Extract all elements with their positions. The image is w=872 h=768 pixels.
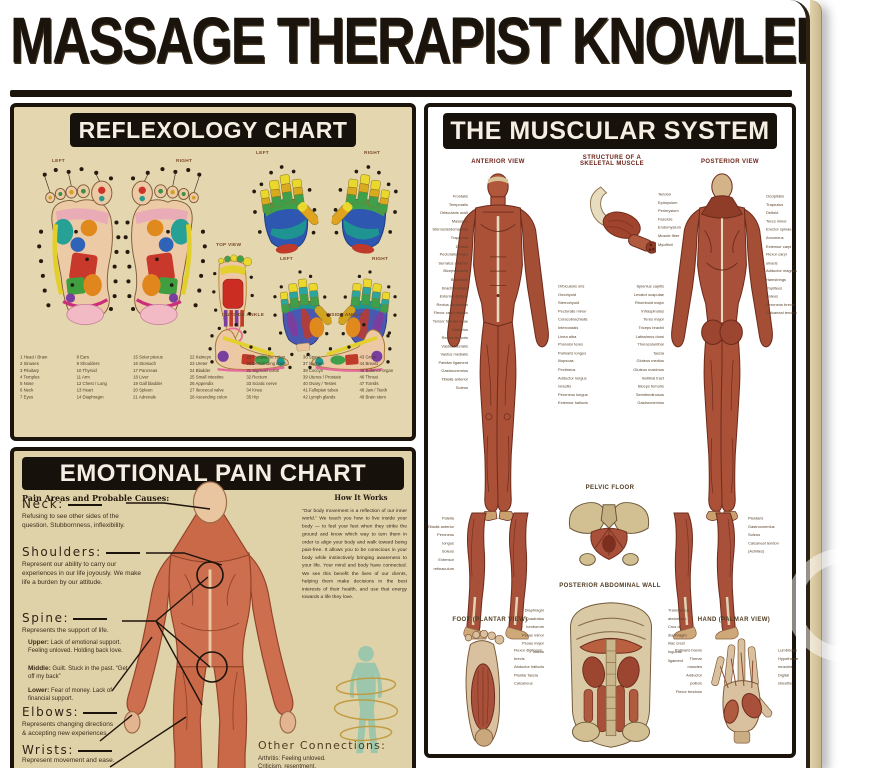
foot-plantar-illustration (464, 629, 505, 747)
abdominal-labels-right: Transversus abdominis Crus of diaphragm … (668, 608, 690, 663)
muscular-title-banner: THE MUSCULAR SYSTEM (442, 113, 778, 149)
spine-lower-text: Fear of money. Lack of financial support… (28, 688, 112, 702)
pain-item-spine-middle: Middle: Guilt. Stuck in the past. “Get o… (28, 665, 132, 682)
foot-sole-left-illustration (30, 167, 122, 347)
structure-part-labels: Tendon Epimysium Perimysium Fascicle End… (658, 192, 681, 247)
legend-column: 8 Ears 9 Shoulders 10 Thyroid 11 Arm 12 … (76, 355, 107, 400)
pain-item-wrists-label: Wrists: (22, 743, 112, 757)
posterior-abdominal-wall-label: POSTERIOR ABDOMINAL WALL (559, 583, 661, 589)
muscular-title: THE MUSCULAR SYSTEM (450, 116, 770, 145)
spine-middle-text: Guilt. Stuck in the past. “Get off my ba… (28, 666, 128, 680)
legs-anterior-labels: Patella Tibialis anterior Peroneus longu… (427, 516, 454, 571)
pain-item-wrists-text: Represent movement and ease. (22, 757, 115, 764)
reflexology-section: REFLEXOLOGY CHART LEFT RIGHT LEFT RIGHT … (10, 103, 416, 441)
hand-palmar-label: HAND (PALMAR VIEW) (697, 617, 771, 623)
structure-label: STRUCTURE OF A SKELETAL MUSCLE (579, 155, 645, 167)
posterior-abdominal-wall-illustration (569, 602, 653, 748)
anterior-view-label: ANTERIOR VIEW (471, 159, 525, 165)
pain-item-shoulders-text: Represent our ability to carry our exper… (22, 561, 141, 586)
reflexology-illustrations: LEFT RIGHT LEFT RIGHT TOP VIEW LEFT RIGH… (18, 149, 408, 381)
legend-column: 22 Kidneys 23 Ureter 24 Bladder 25 Small… (189, 355, 227, 400)
reflexology-title: REFLEXOLOGY CHART (78, 116, 348, 143)
feet-right-label: RIGHT (176, 159, 193, 164)
pain-item-spine-label: Spine: (22, 611, 107, 625)
how-it-works-header: How It Works (334, 493, 388, 502)
hands-left-label: LEFT (256, 151, 269, 156)
pain-leader-lines (99, 502, 228, 768)
foot-sole-right-illustration (122, 167, 214, 347)
skeletal-muscle-structure-illustration (589, 186, 656, 256)
muscular-system-section: THE MUSCULAR SYSTEM ANTERIOR VIEW STRUCT… (424, 103, 798, 758)
anterior-muscle-labels-left: Frontalis Temporalis Orbicularis oculi M… (432, 194, 469, 391)
inside-ankle-label: INSIDE ANKLE (326, 313, 363, 318)
pain-item-spine-text: Represents the support of life. (22, 627, 109, 634)
emotional-title-banner: EMOTIONAL PAIN CHART (21, 457, 405, 490)
legend-column: 1 Head / Brain 2 Sinuses 3 Pituitary 4 T… (20, 355, 48, 400)
hand-palmar-illustration (710, 638, 774, 744)
reflexology-legend: 1 Head / Brain 2 Sinuses 3 Pituitary 4 T… (20, 355, 412, 409)
anterior-muscle-labels-right: Orbicularis oris Omohyoid Sternohyoid Pe… (558, 284, 588, 406)
pelvic-floor-label: PELVIC FLOOR (585, 485, 635, 491)
pain-item-elbows-label: Elbows: (22, 705, 117, 719)
poster-header: MASSAGE THERAPIST KNOWLEDGE (10, 4, 806, 97)
legend-column: 29 Transverse colon 30 Descending colon … (246, 355, 287, 400)
spine-middle-label: Middle: (28, 665, 51, 672)
posterior-muscle-labels-left: Splenius capitis Levator scapulae Rhombo… (633, 284, 664, 406)
spine-upper-text: Lack of emotional support. Feeling unlov… (28, 640, 123, 654)
emotional-pain-section: EMOTIONAL PAIN CHART Pain Areas and Prob… (10, 447, 416, 768)
reflexology-title-banner: REFLEXOLOGY CHART (69, 113, 357, 147)
spine-lower-label: Lower: (28, 687, 50, 694)
palms-right-label: RIGHT (372, 257, 389, 262)
posterior-muscle-labels-right: Occipitalis Trapezius Deltoid Teres mino… (766, 194, 798, 316)
hand-muscle-labels-right: Lumbricals Hypothenar muscles Digital sh… (778, 648, 799, 687)
abdominal-labels-left: Diaphragm Quadratus lumborum Psoas minor… (521, 608, 544, 655)
other-connections-label: Other Connections: (258, 739, 387, 752)
palms-left-label: LEFT (280, 257, 293, 262)
tin-sign-poster: MASSAGE THERAPIST KNOWLEDGE REFLEXOLOGY … (0, 0, 810, 768)
foot-muscle-labels: Flexor digitorum brevis Abductor halluci… (514, 648, 545, 687)
legs-posterior-labels: Plantaris Gastrocnemius Soleus Calcaneal… (748, 516, 779, 555)
legend-column: 15 Solar plexus 16 Stomach 17 Pancreas 1… (133, 355, 163, 400)
outside-ankle-label: OUTSIDE ANKLE (222, 313, 265, 318)
feet-left-label: LEFT (52, 159, 65, 164)
pain-item-neck-label: Neck: (22, 497, 102, 511)
pain-item-elbows-text: Represents changing directions & accepti… (22, 721, 114, 737)
pelvic-floor-illustration (562, 495, 656, 577)
hands-right-label: RIGHT (364, 151, 381, 156)
hand-dorsal-right-illustration (327, 160, 404, 258)
legend-column: 36 Spine 37 Sacrum 38 Coccyx 39 Uterus /… (302, 355, 342, 400)
legend-column: 43 Groin 44 Breast 45 Balance organ 46 T… (359, 355, 394, 400)
pain-item-spine-lower: Lower: Fear of money. Lack of financial … (28, 687, 132, 704)
title-underline (10, 90, 792, 97)
top-view-label: TOP VIEW (216, 243, 242, 248)
foot-plantar-label: FOOT (PLANTAR VIEW) (452, 617, 528, 623)
posterior-view-label: POSTERIOR VIEW (701, 159, 759, 165)
spine-upper-label: Upper: (28, 639, 49, 646)
how-it-works-text: “Our body movement is a reflection of ou… (302, 508, 407, 600)
pain-item-shoulders-label: Shoulders: (22, 545, 140, 559)
pain-item-spine-upper: Upper: Lack of emotional support. Feelin… (28, 639, 132, 656)
hand-dorsal-left-illustration (246, 160, 323, 258)
poster-title: MASSAGE THERAPIST KNOWLEDGE (10, 5, 806, 78)
pain-item-neck-text: Refusing to see other sides of the quest… (22, 513, 125, 529)
other-connections-text: Arthritis: Feeling unloved. Criticism, r… (258, 756, 326, 768)
hand-muscle-labels-left: Palmaris brevis Thenar muscles Adductor … (674, 648, 702, 695)
